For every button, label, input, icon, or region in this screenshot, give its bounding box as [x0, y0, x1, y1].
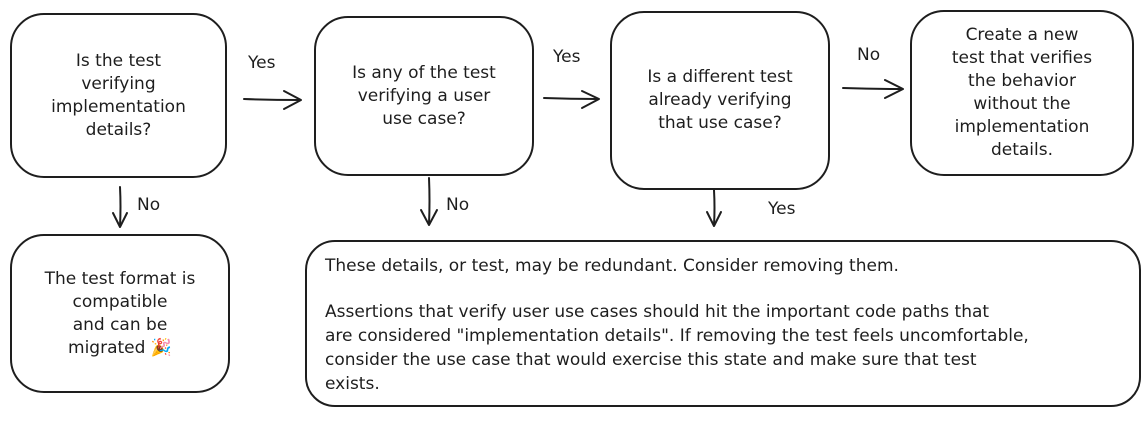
node-text: Is the test verifying implementation det… [51, 50, 186, 140]
node-may-be-redundant: These details, or test, may be redundant… [305, 240, 1141, 407]
edge-label-q2-yes: Yes [553, 47, 581, 67]
edge-label-q2-no: No [446, 195, 470, 215]
note-summary: These details, or test, may be redundant… [325, 256, 899, 276]
arrow-q3-to-redundant [706, 189, 722, 227]
edge-label-q3-yes: Yes [768, 199, 796, 219]
node-test-format-compatible: The test format is compatible and can be… [10, 234, 230, 393]
node-is-implementation-details: Is the test verifying implementation det… [10, 13, 227, 178]
arrow-q2-to-redundant [420, 177, 438, 226]
note-detail: Assertions that verify user use cases sh… [325, 302, 1029, 394]
note-body: These details, or test, may be redundant… [325, 254, 1029, 396]
edge-label-q1-yes: Yes [248, 53, 276, 73]
node-text: Is any of the test verifying a user use … [352, 62, 496, 129]
arrow-q1-to-q2 [243, 90, 302, 110]
node-create-new-test: Create a new test that verifies the beha… [910, 10, 1134, 176]
node-text: The test format is compatible and can be… [44, 268, 196, 358]
edge-label-q1-no: No [137, 195, 161, 215]
node-text: Create a new test that verifies the beha… [951, 25, 1093, 160]
edge-label-q3-no: No [857, 45, 881, 65]
node-different-test-verifying: Is a different test already verifying th… [610, 11, 830, 190]
arrow-q1-to-compatible [112, 186, 128, 228]
node-is-user-use-case: Is any of the test verifying a user use … [314, 16, 534, 176]
arrow-q3-to-create [842, 79, 904, 99]
node-text: Is a different test already verifying th… [647, 67, 793, 133]
arrow-q2-to-q3 [543, 90, 600, 109]
